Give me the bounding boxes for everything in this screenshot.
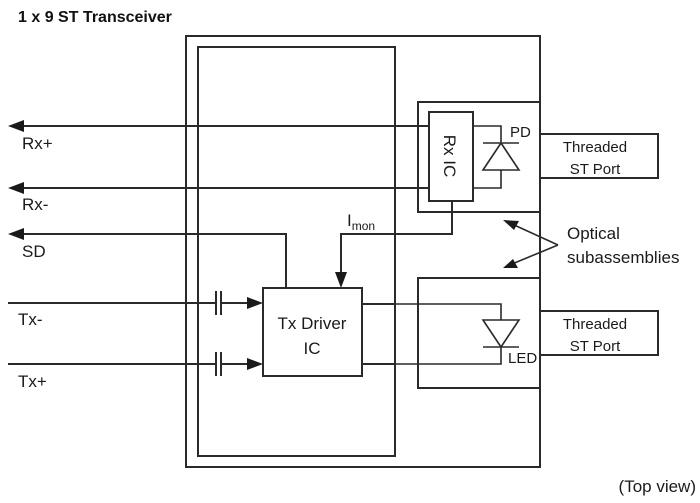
rx-minus-label: Rx-	[22, 195, 48, 214]
st-port-top-line2: ST Port	[570, 161, 621, 178]
led-label: LED	[508, 350, 537, 367]
annotation-arrow-top-icon	[503, 220, 519, 230]
imon-line	[340, 201, 453, 276]
rx-plus-arrow-icon	[8, 120, 24, 132]
tx-plus-arrow-icon	[247, 358, 263, 370]
annotation-line1: Optical	[567, 224, 620, 243]
annotation-pointer-top	[511, 223, 559, 246]
rx-minus-arrow-icon	[8, 182, 24, 194]
rx-ic-label: Rx IC	[440, 135, 459, 178]
led-wire-top	[395, 303, 502, 320]
tx-driver-label-line2: IC	[304, 339, 321, 358]
st-port-top	[539, 133, 659, 179]
sd-label: SD	[22, 242, 46, 261]
sd-arrow-icon	[8, 228, 24, 240]
tx-plus-label: Tx+	[18, 372, 47, 391]
rx-plus-label: Rx+	[22, 134, 53, 153]
module-outline	[185, 35, 541, 468]
st-port-bottom-line2: ST Port	[570, 338, 621, 355]
st-port-bottom	[539, 310, 659, 356]
sd-line	[14, 233, 287, 288]
st-port-bottom-line1: Threaded	[563, 316, 627, 333]
led-diode-icon	[481, 319, 521, 349]
view-label: (Top view)	[619, 477, 696, 496]
diagram-title: 1 x 9 ST Transceiver	[18, 9, 172, 26]
tx-minus-label: Tx-	[18, 310, 43, 329]
pcb-outline	[197, 46, 396, 457]
annotation-arrow-bottom-icon	[503, 259, 518, 268]
pd-wire-top	[473, 125, 502, 142]
annotation-line2: subassemblies	[567, 248, 679, 267]
tx-optical-subassembly	[417, 277, 541, 389]
imon-label: Imon	[347, 211, 375, 233]
tx-driver-label-line1: Tx Driver	[278, 314, 347, 333]
photodiode-icon	[481, 141, 521, 171]
st-port-top-line1: Threaded	[563, 139, 627, 156]
pd-label: PD	[510, 124, 531, 141]
led-wire-bottom	[395, 347, 502, 365]
imon-arrow-icon	[335, 272, 347, 288]
annotation-pointer-bottom	[511, 244, 559, 265]
pd-wire-bottom	[473, 170, 502, 189]
tx-driver-ic-block	[262, 287, 363, 377]
tx-minus-arrow-icon	[247, 297, 263, 309]
